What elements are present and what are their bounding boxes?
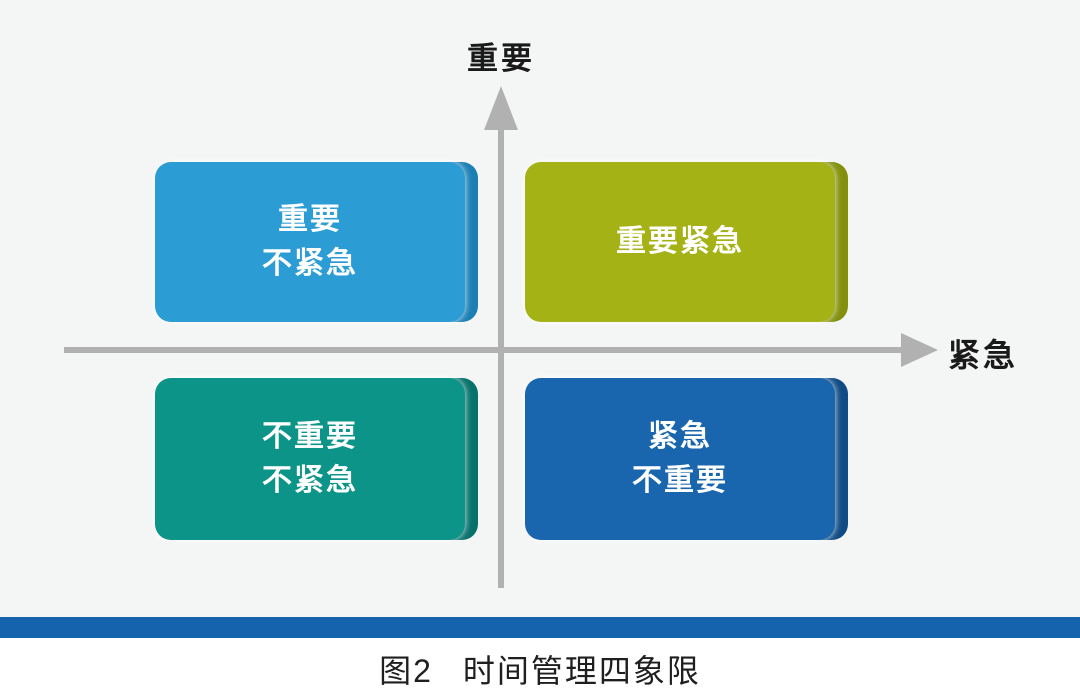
quadrant-card: 重要 不紧急 <box>155 162 465 322</box>
quadrant-label-line: 不紧急 <box>262 464 358 497</box>
diagram-stage: 重要 紧急 重要 不紧急 重要紧急 不重要 不紧急 <box>0 0 1080 617</box>
quadrant-label-line: 重要紧急 <box>616 225 744 258</box>
quadrant-urgent-not-important: 紧急 不重要 <box>525 378 848 540</box>
divider-bar <box>0 617 1080 638</box>
quadrant-important-not-urgent: 重要 不紧急 <box>155 162 478 322</box>
quadrant-label-line: 不重要 <box>262 420 358 453</box>
quadrant-not-important-not-urgent: 不重要 不紧急 <box>155 378 478 540</box>
quadrant-label-line: 不紧急 <box>262 247 358 280</box>
quadrant-label-line: 紧急 <box>648 420 712 453</box>
quadrant-card: 紧急 不重要 <box>525 378 835 540</box>
quadrant-card: 重要紧急 <box>525 162 835 322</box>
figure-caption: 图2 时间管理四象限 <box>0 638 1080 699</box>
quadrant-label-line: 不重要 <box>632 464 728 497</box>
x-axis-arrowhead-icon <box>901 333 938 367</box>
x-axis-label-urgent: 紧急 <box>948 337 1019 373</box>
quadrant-label-line: 重要 <box>278 203 342 236</box>
quadrant-card: 不重要 不紧急 <box>155 378 465 540</box>
quadrant-important-urgent: 重要紧急 <box>525 162 848 322</box>
y-axis-label-important: 重要 <box>467 41 535 76</box>
axes-graphic <box>64 86 938 588</box>
figure-title: 时间管理四象限 <box>462 652 701 689</box>
figure-number: 图2 <box>379 652 433 689</box>
y-axis-arrowhead-icon <box>484 86 518 130</box>
